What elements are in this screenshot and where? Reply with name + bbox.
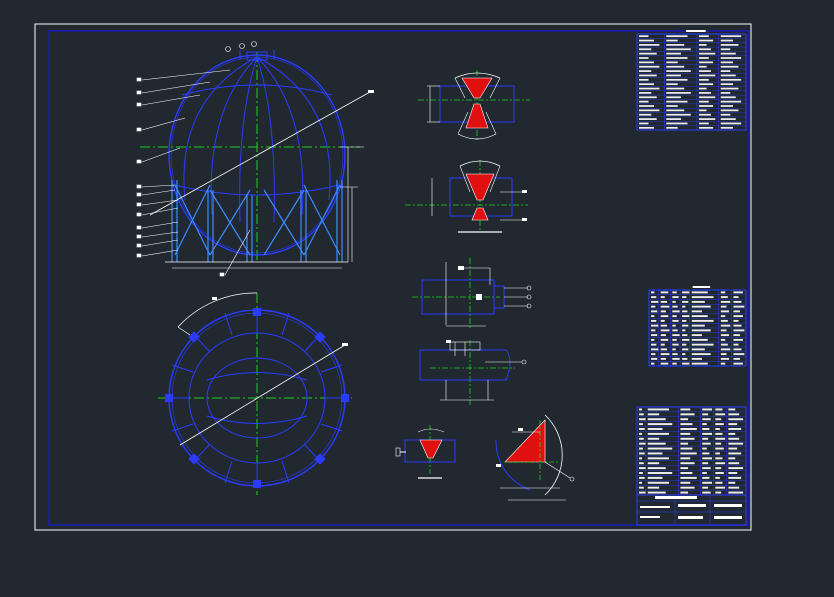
top-manhole — [246, 51, 268, 61]
plan-angle-arc — [177, 292, 258, 328]
weld-detail-1 — [418, 70, 530, 140]
plan-inner-ring — [206, 357, 308, 439]
support-legs — [171, 180, 343, 262]
quarter-arc-inner — [495, 439, 531, 491]
bevel-bottom-2 — [471, 207, 489, 221]
technical-characteristics-table — [636, 30, 747, 131]
small-weld-detail — [395, 425, 456, 479]
meridian-seam-6 — [256, 56, 331, 201]
meridian-seam-4 — [256, 56, 275, 223]
front-elevation-view — [136, 41, 374, 277]
sheet-outer-border — [34, 23, 752, 531]
meridian-seam-5 — [256, 56, 304, 216]
parts-list-table — [636, 406, 747, 496]
section-cut-line — [149, 91, 371, 216]
bevel-bottom — [465, 103, 489, 129]
meridian-seam-1 — [183, 56, 258, 201]
plan-support-pads — [165, 308, 349, 488]
title-block — [636, 494, 747, 526]
weld-detail-2 — [405, 160, 528, 233]
latitude-seam-lower — [174, 184, 340, 196]
part-leaders-left — [136, 69, 251, 277]
sphere-shell-outer — [168, 54, 346, 256]
nozzle-detail-1 — [412, 258, 532, 330]
plan-view — [158, 292, 352, 495]
quarter-arc-outer — [544, 414, 563, 496]
meridian-seam-2 — [210, 56, 258, 216]
nozzle-table — [648, 286, 747, 367]
balloon-top-1 — [225, 46, 231, 52]
quarter-section-detail — [495, 414, 575, 501]
plan-section-line — [179, 344, 346, 446]
bevel-top-2 — [465, 173, 495, 201]
nozzle-detail-2 — [419, 340, 527, 405]
small-bevel — [419, 439, 443, 459]
balloon-top-3 — [251, 41, 257, 47]
latitude-seam-upper — [181, 84, 333, 96]
balloon-top-2 — [239, 43, 245, 49]
meridian-seam-3 — [239, 56, 258, 223]
plan-inner-plates — [206, 372, 308, 424]
drawing-frame — [48, 30, 750, 526]
nozzle-body-2 — [419, 349, 511, 381]
bevel-top — [461, 77, 493, 99]
